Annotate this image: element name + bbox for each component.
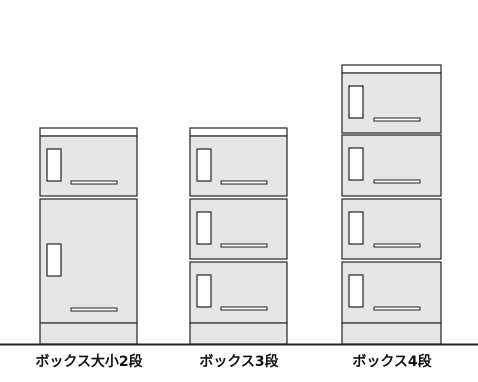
latch-icon bbox=[348, 274, 364, 308]
slot-handle bbox=[373, 243, 421, 248]
slot-handle bbox=[220, 243, 268, 248]
unit-top-band bbox=[39, 127, 138, 137]
unit-label-four-tier: ボックス4段 bbox=[352, 354, 432, 370]
slot-handle bbox=[70, 307, 118, 312]
unit-base bbox=[39, 322, 138, 345]
slot-handle bbox=[70, 180, 118, 185]
latch-icon bbox=[46, 243, 62, 277]
slot-handle bbox=[373, 306, 421, 311]
unit-top-band bbox=[189, 127, 288, 137]
latch-icon bbox=[348, 85, 364, 119]
unit-label-three-tier: ボックス3段 bbox=[199, 354, 279, 370]
slot-handle bbox=[373, 117, 421, 122]
slot-handle bbox=[373, 179, 421, 184]
unit-top-band bbox=[341, 64, 442, 74]
latch-icon bbox=[196, 148, 212, 182]
locker-unit-three-tier bbox=[189, 127, 288, 345]
latch-icon bbox=[348, 147, 364, 181]
unit-base bbox=[341, 322, 442, 345]
latch-icon bbox=[196, 274, 212, 308]
unit-label-large-small-2: ボックス大小2段 bbox=[35, 354, 143, 370]
latch-icon bbox=[196, 211, 212, 245]
slot-handle bbox=[220, 306, 268, 311]
locker-unit-large-small-2 bbox=[39, 127, 138, 345]
latch-icon bbox=[46, 148, 62, 182]
locker-unit-four-tier bbox=[341, 64, 442, 345]
latch-icon bbox=[348, 211, 364, 245]
locker-box-small bbox=[341, 72, 442, 134]
slot-handle bbox=[220, 180, 268, 185]
unit-base bbox=[189, 322, 288, 345]
